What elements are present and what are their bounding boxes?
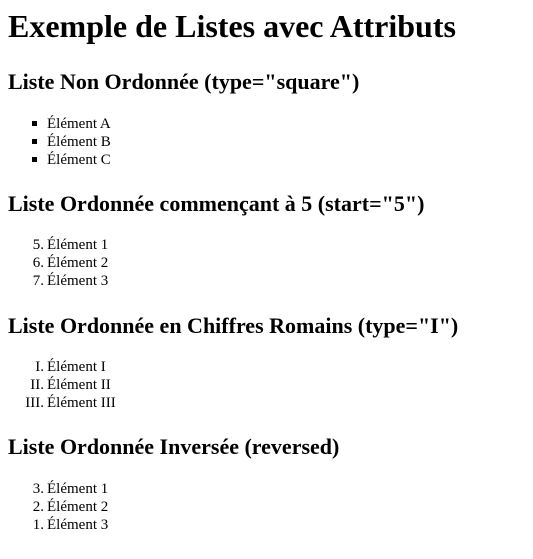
list-item: III.Élément III xyxy=(25,394,116,412)
list-item-label: Élément I xyxy=(47,359,106,375)
list-item: 5.Élément 1 xyxy=(33,236,109,254)
list-item-label: Élément B xyxy=(47,134,111,150)
section-heading-start-5: Liste Ordonnée commençant à 5 (start="5"… xyxy=(8,191,425,216)
list-item: Élément A xyxy=(32,115,111,133)
section-heading-unordered: Liste Non Ordonnée (type="square") xyxy=(8,69,360,94)
list-item: I.Élément I xyxy=(35,358,116,376)
list-marker: 5. xyxy=(32,237,44,253)
list-marker: 2. xyxy=(32,499,44,515)
list-item-label: Élément 3 xyxy=(47,273,109,289)
list-item-label: Élément 3 xyxy=(47,517,109,533)
list-item: 3.Élément 1 xyxy=(33,480,109,498)
list-item: 6.Élément 2 xyxy=(33,254,109,272)
list-item-label: Élément II xyxy=(47,377,111,393)
list-item-label: Élément III xyxy=(47,395,116,411)
section-heading-reversed: Liste Ordonnée Inversée (reversed) xyxy=(8,434,340,459)
page-title: Exemple de Listes avec Attributs xyxy=(8,8,456,44)
ordered-list-start-5: 5.Élément 1 6.Élément 2 7.Élément 3 xyxy=(33,236,109,290)
list-marker: 1. xyxy=(32,517,44,533)
section-heading-roman: Liste Ordonnée en Chiffres Romains (type… xyxy=(8,313,459,338)
list-item-label: Élément C xyxy=(47,152,111,168)
list-marker: 6. xyxy=(32,255,44,271)
list-item-label: Élément 1 xyxy=(47,481,109,497)
list-item: Élément C xyxy=(32,151,111,169)
list-item-label: Élément A xyxy=(47,116,111,132)
list-item-label: Élément 2 xyxy=(47,255,109,271)
ordered-list-reversed: 3.Élément 1 2.Élément 2 1.Élément 3 xyxy=(33,480,109,534)
list-item-label: Élément 1 xyxy=(47,237,109,253)
list-item: II.Élément II xyxy=(30,376,116,394)
list-item: 2.Élément 2 xyxy=(33,498,109,516)
list-marker: I. xyxy=(35,359,44,375)
ordered-list-roman: I.Élément I II.Élément II III.Élément II… xyxy=(25,358,116,412)
unordered-square-list: Élément A Élément B Élément C xyxy=(32,115,111,169)
list-item-label: Élément 2 xyxy=(47,499,109,515)
list-marker: II. xyxy=(30,377,44,393)
list-marker: 7. xyxy=(32,273,44,289)
list-item: Élément B xyxy=(32,133,111,151)
list-item: 1.Élément 3 xyxy=(33,516,109,534)
list-marker: III. xyxy=(25,395,44,411)
list-marker: 3. xyxy=(32,481,44,497)
list-item: 7.Élément 3 xyxy=(33,272,109,290)
